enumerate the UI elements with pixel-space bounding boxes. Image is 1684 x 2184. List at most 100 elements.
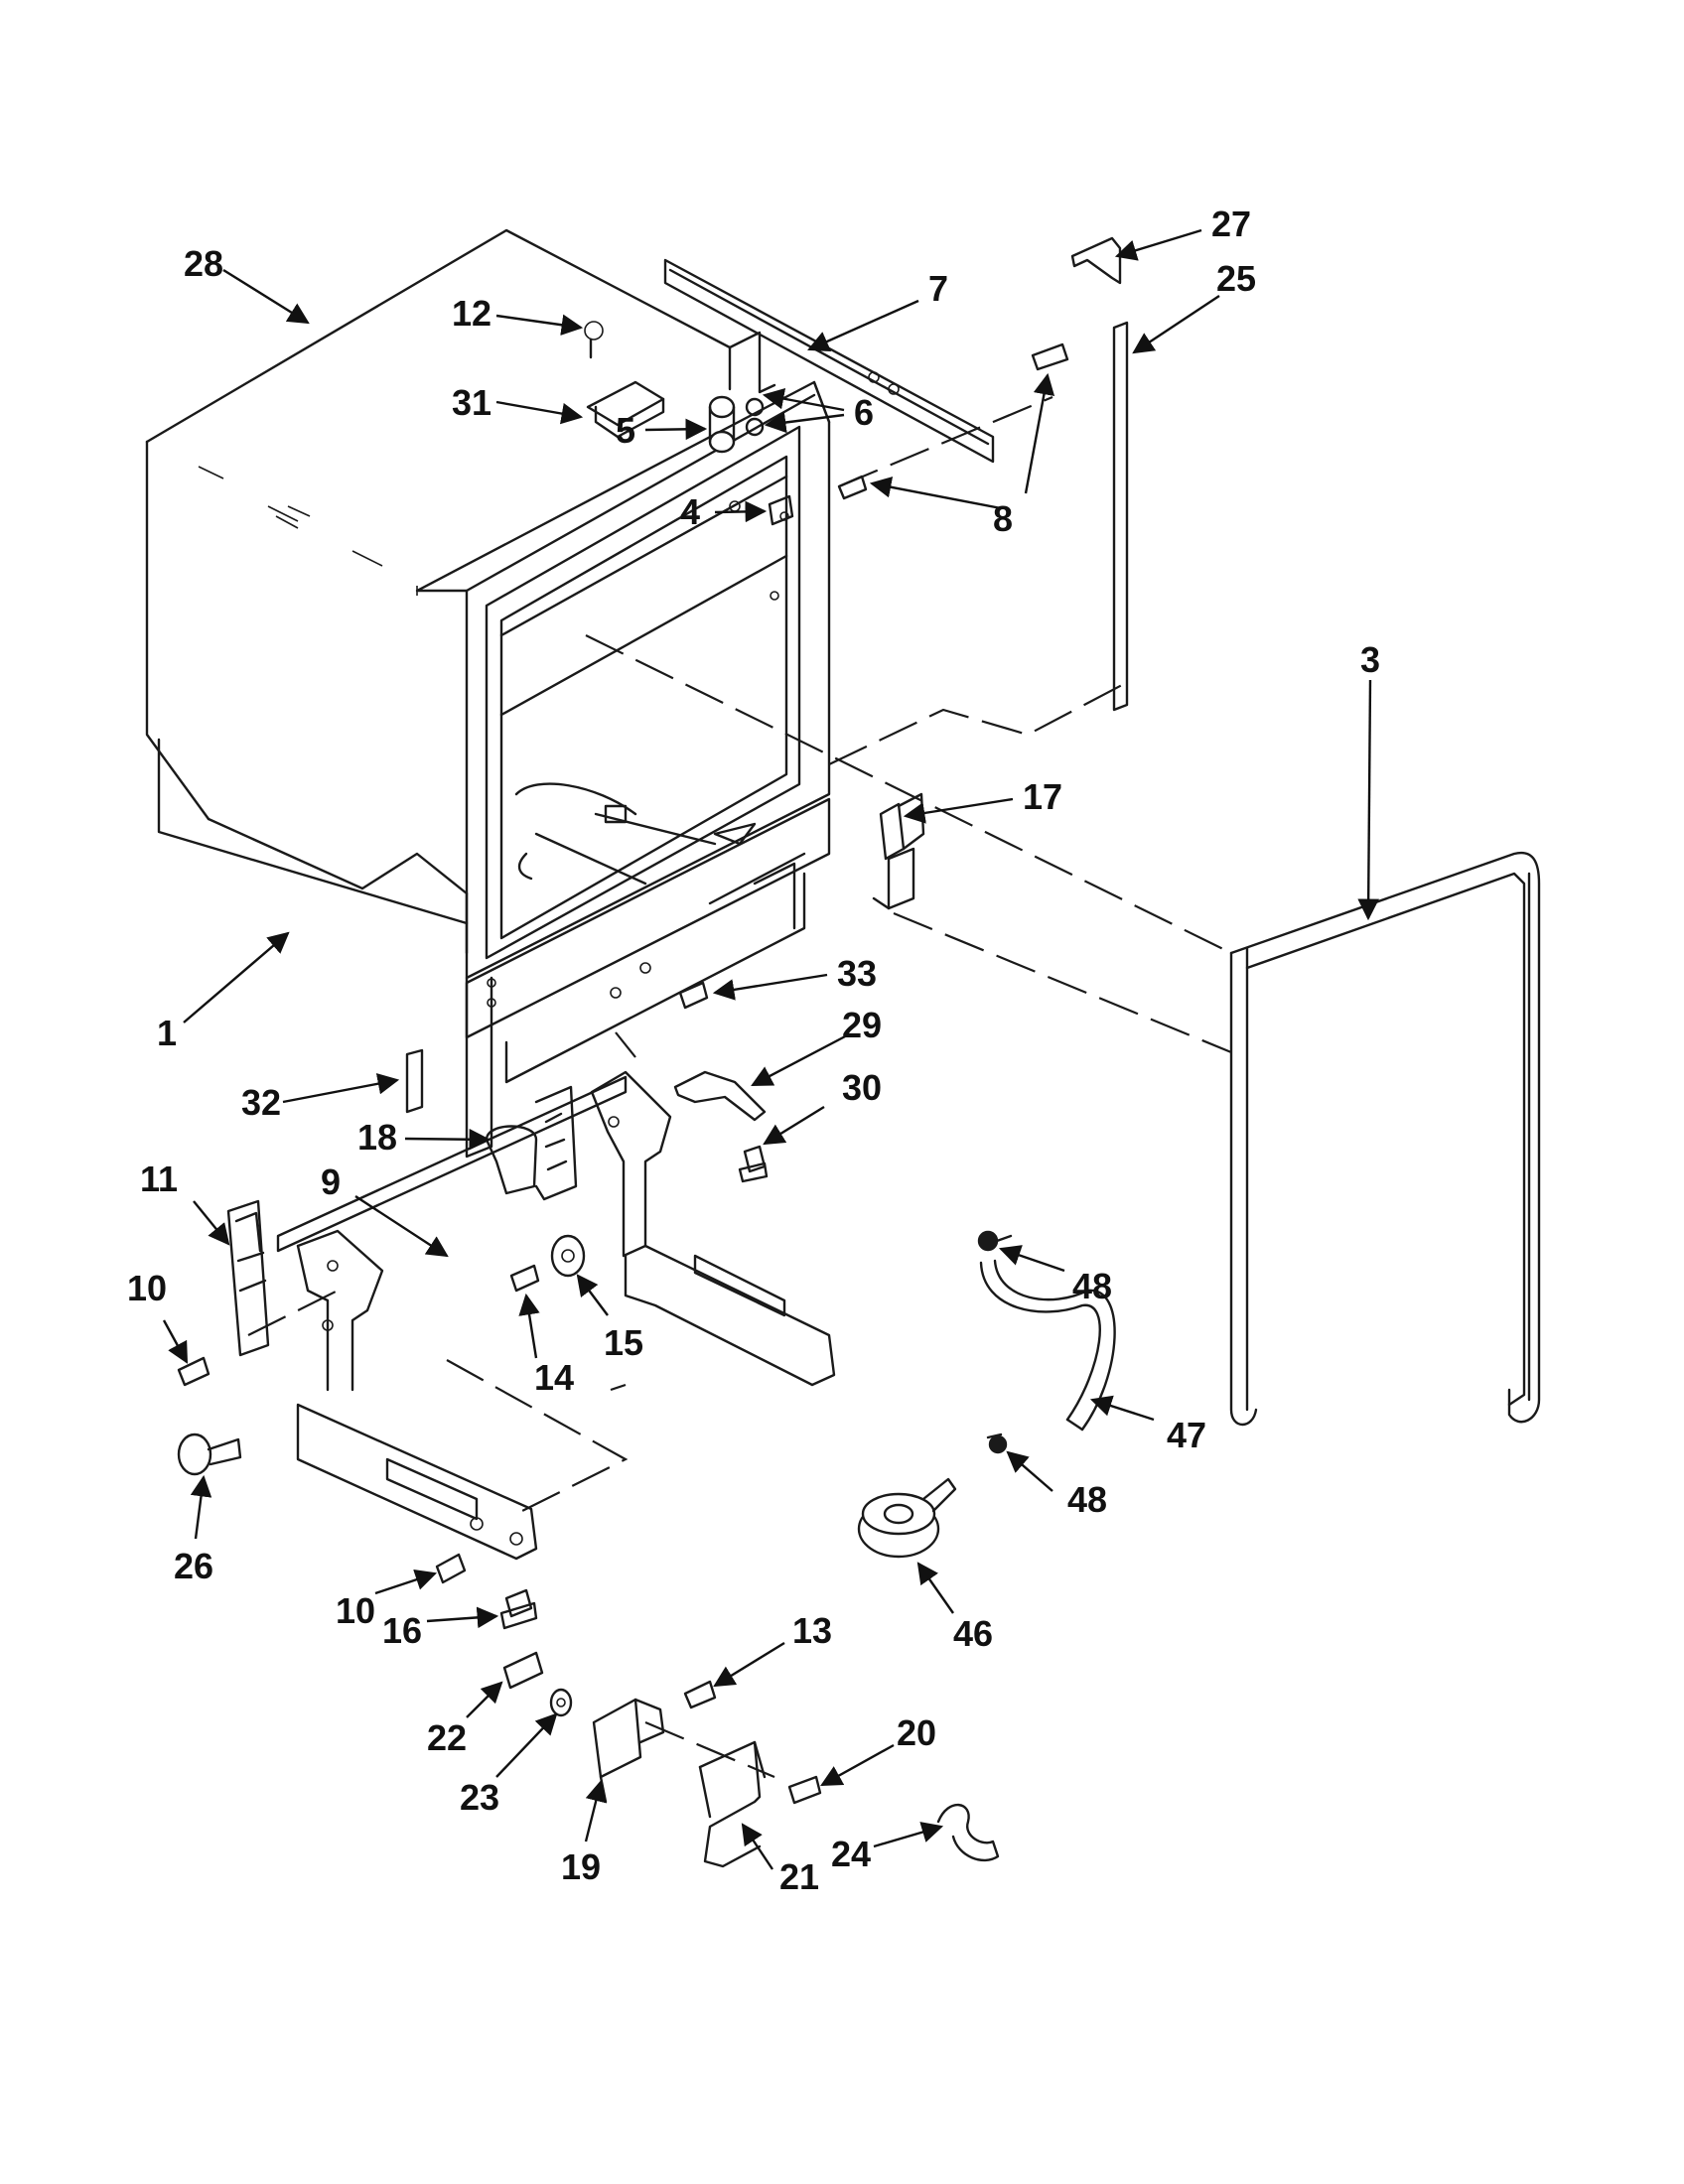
part-5-valve	[708, 395, 736, 454]
leader-18	[404, 1128, 491, 1151]
leader-1	[183, 931, 290, 1024]
leader-27	[1114, 228, 1202, 261]
leader-10b	[374, 1569, 438, 1595]
callout-10-lower: 10	[336, 1590, 375, 1631]
callout-21: 21	[779, 1856, 819, 1897]
callout-13: 13	[792, 1610, 832, 1651]
leader-32	[282, 1073, 400, 1104]
callout-5: 5	[616, 410, 635, 451]
part-11-bracket	[226, 1199, 270, 1357]
callout-9: 9	[321, 1161, 341, 1202]
part-25-strip	[1112, 321, 1129, 712]
part-20-screw	[787, 1775, 822, 1805]
part-19-bracket	[592, 1698, 665, 1804]
part-13-screw	[683, 1680, 717, 1709]
callout-26: 26	[174, 1546, 213, 1586]
part-48-clamp-lower	[986, 1433, 1008, 1454]
callout-18: 18	[357, 1117, 397, 1158]
callout-16: 16	[382, 1610, 422, 1651]
callout-8: 8	[993, 498, 1013, 539]
leader-9	[354, 1194, 449, 1258]
leader-31	[495, 400, 584, 425]
callout-32: 32	[241, 1082, 281, 1123]
part-10-screw-upper	[177, 1356, 210, 1387]
leader-26	[190, 1474, 212, 1540]
tub-insulation-blanket	[145, 228, 732, 955]
callout-46: 46	[953, 1613, 993, 1654]
callout-48-lower: 48	[1067, 1479, 1107, 1520]
callout-48-upper: 48	[1072, 1266, 1112, 1306]
callout-labels: 1 3 4 5 6 7 8 9 10 10 11 12 13 14 15 16 …	[127, 204, 1380, 1897]
leader-6a	[762, 387, 845, 412]
tub-frame	[415, 331, 831, 1159]
leader-5	[644, 418, 708, 441]
leader-11	[193, 1200, 230, 1246]
callout-14: 14	[534, 1357, 574, 1398]
leader-19	[584, 1779, 607, 1843]
part-21-bracket	[698, 1740, 767, 1868]
part-47-hose	[979, 1259, 1116, 1432]
leader-47	[1089, 1395, 1155, 1422]
callout-24: 24	[831, 1834, 871, 1874]
callout-4: 4	[680, 491, 700, 532]
callout-20: 20	[897, 1712, 936, 1753]
part-14-screw	[509, 1264, 540, 1293]
leader-12	[495, 314, 584, 336]
callout-23: 23	[460, 1777, 499, 1818]
part-26-leveler	[177, 1433, 242, 1476]
callout-28: 28	[184, 243, 223, 284]
leader-15	[576, 1274, 609, 1316]
part-7-rail	[663, 258, 995, 464]
callout-12: 12	[452, 293, 491, 334]
part-8-screws	[837, 342, 1069, 500]
callout-30: 30	[842, 1067, 882, 1108]
part-31-bracket	[586, 380, 665, 439]
leader-4	[714, 500, 768, 523]
callout-47: 47	[1167, 1415, 1206, 1455]
leader-3	[1357, 679, 1379, 921]
leader-20	[820, 1743, 895, 1787]
part-17-clip	[872, 792, 925, 910]
part-33-screw	[678, 981, 709, 1010]
leader-14	[518, 1293, 540, 1359]
callout-31: 31	[452, 382, 491, 423]
callout-17: 17	[1023, 776, 1062, 817]
part-18-clip	[485, 1085, 578, 1201]
part-15-washer	[550, 1234, 586, 1278]
leader-17	[903, 797, 1014, 824]
part-12-screw	[584, 321, 604, 359]
leader-21	[741, 1823, 773, 1870]
part-48-clamp-upper	[977, 1230, 1013, 1252]
callout-25: 25	[1216, 258, 1256, 299]
part-4-fitting	[768, 494, 794, 526]
part-16-nut	[499, 1588, 538, 1630]
leader-25	[1132, 294, 1220, 354]
leader-6b	[764, 411, 845, 434]
leader-48a	[998, 1245, 1065, 1273]
leader-8a	[869, 477, 1002, 510]
part-27-cap	[1070, 236, 1122, 285]
callout-19: 19	[561, 1846, 601, 1887]
part-23-washer	[549, 1688, 573, 1717]
leader-24	[873, 1822, 944, 1848]
callout-15: 15	[604, 1322, 643, 1363]
leader-16	[426, 1606, 499, 1629]
leader-arrows	[162, 228, 1379, 1870]
part-46-float	[857, 1477, 957, 1559]
callout-7: 7	[928, 268, 948, 309]
leader-28	[222, 268, 310, 325]
part-29-bracket	[673, 1070, 767, 1122]
callout-6: 6	[854, 392, 874, 433]
leader-23	[495, 1712, 558, 1778]
leader-46	[916, 1562, 954, 1614]
callout-1: 1	[157, 1013, 177, 1053]
callout-22: 22	[427, 1717, 467, 1758]
part-9-leg-assembly	[276, 1070, 836, 1561]
part-30-nut	[738, 1145, 769, 1183]
part-24-clip	[936, 1803, 1000, 1862]
callout-3: 3	[1360, 639, 1380, 680]
leader-22	[466, 1681, 503, 1718]
leader-48b	[1006, 1450, 1053, 1492]
callout-11: 11	[140, 1159, 178, 1199]
